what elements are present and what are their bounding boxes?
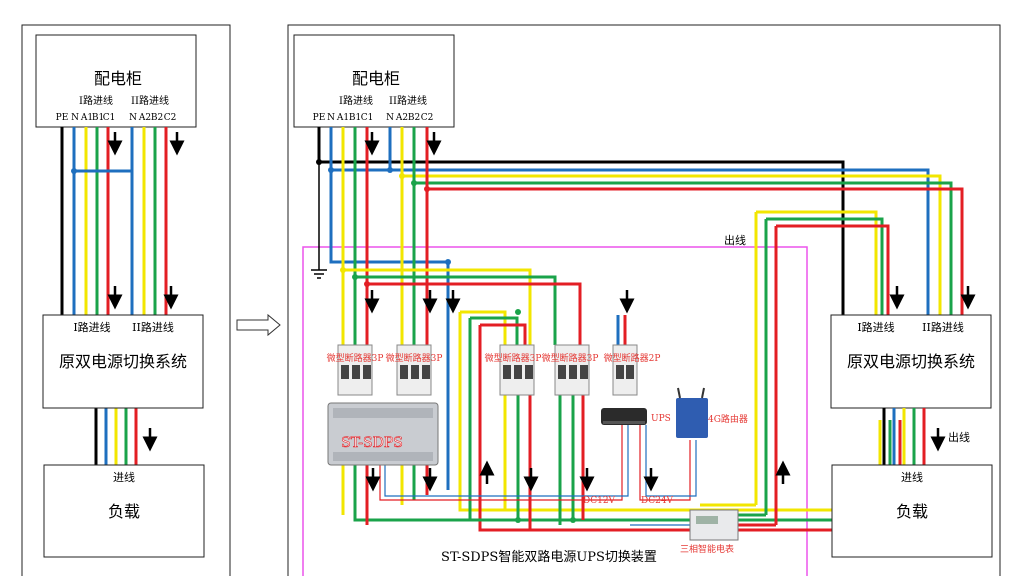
left-cabinet-line2: II路进线 xyxy=(131,94,169,107)
ground-icon xyxy=(311,162,327,279)
controller-label: ST-SDPS xyxy=(341,435,403,451)
breaker-1 xyxy=(337,344,373,396)
left-load-in: 进线 xyxy=(113,470,135,484)
meter-label: 三相智能电表 xyxy=(680,543,734,555)
right-cabinet-line2: II路进线 xyxy=(389,94,427,107)
right-load-box xyxy=(831,464,993,558)
left-cabinet-line1: I路进线 xyxy=(79,94,113,107)
breaker-2 xyxy=(396,344,432,396)
left-terminal-0: PE xyxy=(56,113,69,123)
right-terminal-6: A2 xyxy=(395,113,408,123)
left-switch-title: 原双电源切换系统 xyxy=(59,352,187,371)
right-cabinet-line1: I路进线 xyxy=(339,94,373,107)
left-load-title: 负载 xyxy=(108,502,140,521)
router-4g: 4G路由器 xyxy=(676,387,748,438)
right-terminal-4: C1 xyxy=(361,113,374,123)
left-flow-arrows xyxy=(107,132,185,452)
right-terminal-labels: PE N A1 B1 C1 N A2 B2 C2 xyxy=(313,113,434,123)
left-switch-box xyxy=(42,314,204,409)
left-load-box xyxy=(43,464,205,558)
breaker-4 xyxy=(554,344,590,396)
st-sdps-controller: ST-SDPS xyxy=(327,402,439,466)
right-switch-box xyxy=(830,314,992,409)
right-terminal-1: N xyxy=(327,113,335,123)
left-terminal-2: A1 xyxy=(80,113,93,123)
right-switch-in2: II路进线 xyxy=(922,320,964,334)
device-wires xyxy=(329,127,902,532)
breaker-label-3: 微型断路器3P xyxy=(485,352,542,364)
signal-wires xyxy=(379,425,697,526)
right-out-label: 出线 xyxy=(948,430,970,444)
right-terminal-8: C2 xyxy=(421,113,434,123)
right-flow-arrows xyxy=(364,132,976,492)
breaker-label-2: 微型断路器3P xyxy=(386,352,443,364)
right-trunk-wires xyxy=(316,127,964,315)
right-terminal-5: N xyxy=(386,113,394,123)
right-terminal-2: A1 xyxy=(336,113,349,123)
breaker-label-4: 微型断路器3P xyxy=(542,352,599,364)
breaker-label-5: 微型断路器2P xyxy=(604,352,661,364)
left-terminal-4: C1 xyxy=(103,113,116,123)
breaker-label-1: 微型断路器3P xyxy=(327,352,384,364)
right-terminal-0: PE xyxy=(313,113,326,123)
device-out-label: 出线 xyxy=(724,233,746,247)
dc24-label: DC24V xyxy=(641,496,674,506)
right-output-wires xyxy=(882,408,926,465)
left-terminal-5: N xyxy=(129,113,137,123)
left-terminal-labels: PE N A1 B1 C1 N A2 B2 C2 xyxy=(56,113,177,123)
left-panel: 配电柜 I路进线 II路进线 PE N A1 B1 C1 N A2 B2 C2 xyxy=(21,24,231,576)
device-title: ST-SDPS智能双路电源UPS切换装置 xyxy=(441,549,657,565)
right-cabinet-title: 配电柜 xyxy=(352,69,400,88)
left-terminal-1: N xyxy=(71,113,79,123)
ups-label: UPS xyxy=(651,414,671,424)
dc12-label: DC12V xyxy=(583,496,616,506)
left-terminal-3: B1 xyxy=(92,113,104,123)
right-panel-border xyxy=(287,24,1001,576)
transition-arrow-icon xyxy=(236,313,281,337)
router-label: 4G路由器 xyxy=(708,413,748,425)
right-switch-in1: I路进线 xyxy=(857,320,894,334)
right-load-title: 负载 xyxy=(896,502,928,521)
breaker-3 xyxy=(499,344,535,396)
right-cabinet-box xyxy=(293,34,455,128)
smart-meter: 三相智能电表 xyxy=(680,509,739,555)
left-wires xyxy=(60,127,168,465)
right-load-in: 进线 xyxy=(901,470,923,484)
left-switch-in2: II路进线 xyxy=(132,320,174,334)
right-panel: 出线 配电柜 I路进线 II路进线 PE N A1 B1 C1 N A2 B2 … xyxy=(287,24,1001,576)
left-terminal-8: C2 xyxy=(164,113,177,123)
left-terminal-6: A2 xyxy=(138,113,151,123)
left-terminal-7: B2 xyxy=(151,113,163,123)
ups-device: UPS xyxy=(601,408,671,425)
right-terminal-3: B1 xyxy=(349,113,361,123)
right-switch-title: 原双电源切换系统 xyxy=(847,352,975,371)
breakers: 微型断路器3P 微型断路器3P 微型断路器3P 微型断路器3P 微型断路器2P xyxy=(327,344,661,396)
left-cabinet-box xyxy=(35,34,197,128)
breaker-5 xyxy=(612,344,638,396)
right-terminal-7: B2 xyxy=(408,113,420,123)
left-panel-border xyxy=(21,24,231,576)
left-cabinet-title: 配电柜 xyxy=(94,69,142,88)
device-frame xyxy=(302,246,808,576)
left-switch-in1: I路进线 xyxy=(73,320,110,334)
